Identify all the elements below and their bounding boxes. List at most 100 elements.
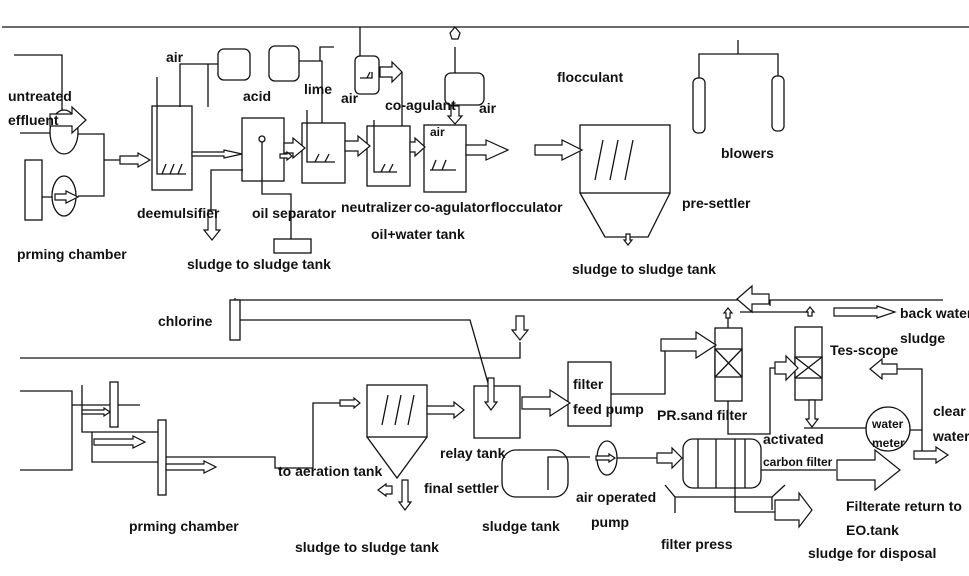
label-water: water [932, 428, 969, 444]
flow-arrow-icon [283, 136, 306, 160]
label-sludge-for-disposal: sludge for disposal [808, 545, 936, 561]
acid-tank [217, 48, 251, 81]
label-blowers: blowers [721, 145, 774, 161]
label-filter-press: filter press [661, 536, 733, 552]
label-air: air [341, 90, 359, 106]
label-air: air [479, 100, 497, 116]
flow-arrow-icon [397, 479, 413, 511]
flow-arrow-icon [202, 209, 222, 241]
chlorine-injector [229, 299, 241, 341]
flow-arrow-icon [379, 60, 403, 84]
relay-tank [473, 385, 521, 439]
flow-arrow-icon [804, 399, 820, 428]
flow-arrow-icon [595, 452, 617, 464]
label-sludge-to-sludge-tank: sludge to sludge tank [295, 539, 439, 555]
co-agulator-tank [354, 27, 411, 187]
flow-arrow-icon [339, 396, 361, 410]
label-pump: pump [591, 514, 629, 530]
filter-press [664, 438, 836, 513]
flow-arrow-icon [534, 139, 584, 161]
flow-arrow-icon [722, 307, 734, 319]
flow-arrow-icon [409, 136, 426, 158]
water-meter [865, 406, 911, 452]
final-settler [366, 384, 428, 480]
deemulsifier-tank [151, 48, 251, 191]
flow-arrow-icon [913, 445, 950, 465]
flow-arrow-icon [465, 139, 510, 161]
flow-arrow-icon [521, 388, 572, 418]
label-water-meter-1: water [871, 417, 904, 431]
label-flocculator: flocculator [491, 199, 563, 215]
flow-arrow-icon [165, 460, 218, 474]
pr-sand-filter [714, 311, 810, 435]
label-tes-scope: Tes-scope [830, 342, 898, 358]
lime-tank [268, 45, 300, 82]
pre-settler [579, 124, 671, 238]
flocculant-tank [444, 72, 485, 106]
flow-arrow-icon [81, 406, 112, 418]
label-clear: clear [933, 403, 966, 419]
flow-arrow-icon [804, 306, 816, 317]
label-co-agulator: co-agulator [414, 199, 491, 215]
flow-arrow-icon [279, 150, 293, 162]
label-priming-chamber: prming chamber [17, 246, 127, 262]
label-air-operated: air operated [576, 489, 656, 505]
label-carbon-filter: carbon filter [763, 455, 833, 469]
vent-icon [449, 26, 461, 40]
labels: air acid lime air co-agulant air air flo… [8, 49, 969, 561]
label-acid: acid [243, 88, 271, 104]
flow-arrow-icon [656, 446, 683, 470]
neutralizer-tank [268, 45, 346, 184]
flow-arrow-icon [344, 134, 371, 158]
flow-arrow-icon [833, 305, 897, 319]
flow-arrow-icon [119, 151, 152, 169]
flow-arrow-icon [836, 448, 901, 492]
flocculator-tank [423, 26, 485, 193]
label-deemulsifier: deemulsifier [137, 205, 220, 221]
label-final-settler: final settler [424, 480, 499, 496]
flow-arrows [49, 60, 950, 529]
flow-arrow-icon [191, 149, 243, 159]
label-sludge-to-sludge-tank: sludge to sludge tank [572, 261, 716, 277]
flow-arrow-icon [869, 357, 898, 381]
label-lime: lime [304, 81, 332, 97]
flow-arrow-icon [660, 330, 718, 360]
label-activated: activated [763, 431, 824, 447]
flow-arrow-icon [49, 105, 87, 135]
label-flocculant: flocculant [557, 69, 623, 85]
label-eo-tank: EO.tank [846, 522, 899, 538]
label-pr-sand-filter: PR.sand filter [657, 407, 748, 423]
label-filter: filter [573, 376, 604, 392]
label-oil-water-tank: oil+water tank [371, 226, 465, 242]
label-sludge-tank: sludge tank [482, 518, 560, 534]
label-effluent: effluent [8, 112, 59, 128]
filter-feed-pump [567, 361, 612, 427]
label-chlorine: chlorine [158, 313, 213, 329]
blowers [692, 40, 785, 134]
label-priming-chamber: prming chamber [129, 518, 239, 534]
flow-arrow-icon [377, 482, 393, 498]
priming-chamber-bottom [20, 381, 340, 496]
flow-arrow-icon [510, 315, 530, 341]
flow-arrow-icon [774, 354, 799, 382]
co-agulant-tank [354, 55, 380, 95]
flow-arrow-icon [736, 284, 770, 314]
flow-arrow-icon [93, 435, 147, 449]
label-water-meter-2: meter [872, 436, 905, 450]
flow-arrow-icon [446, 105, 464, 125]
label-to-aeration-tank: to aeration tank [278, 463, 382, 479]
label-relay-tank: relay tank [440, 445, 506, 461]
label-oil-separator: oil separator [252, 205, 337, 221]
flow-arrow-icon [774, 491, 813, 529]
flow-arrow-icon [622, 233, 634, 246]
label-neutralizer: neutralizer [341, 199, 412, 215]
label-air: air [166, 49, 184, 65]
label-co-agulant: co-agulant [385, 97, 456, 113]
flow-arrow-icon [54, 190, 80, 204]
label-air: air [430, 125, 445, 139]
label-pre-settler: pre-settler [682, 195, 751, 211]
label-sludge: sludge [900, 330, 945, 346]
label-back-water: back water [900, 305, 969, 321]
label-sludge-to-sludge-tank: sludge to sludge tank [187, 256, 331, 272]
